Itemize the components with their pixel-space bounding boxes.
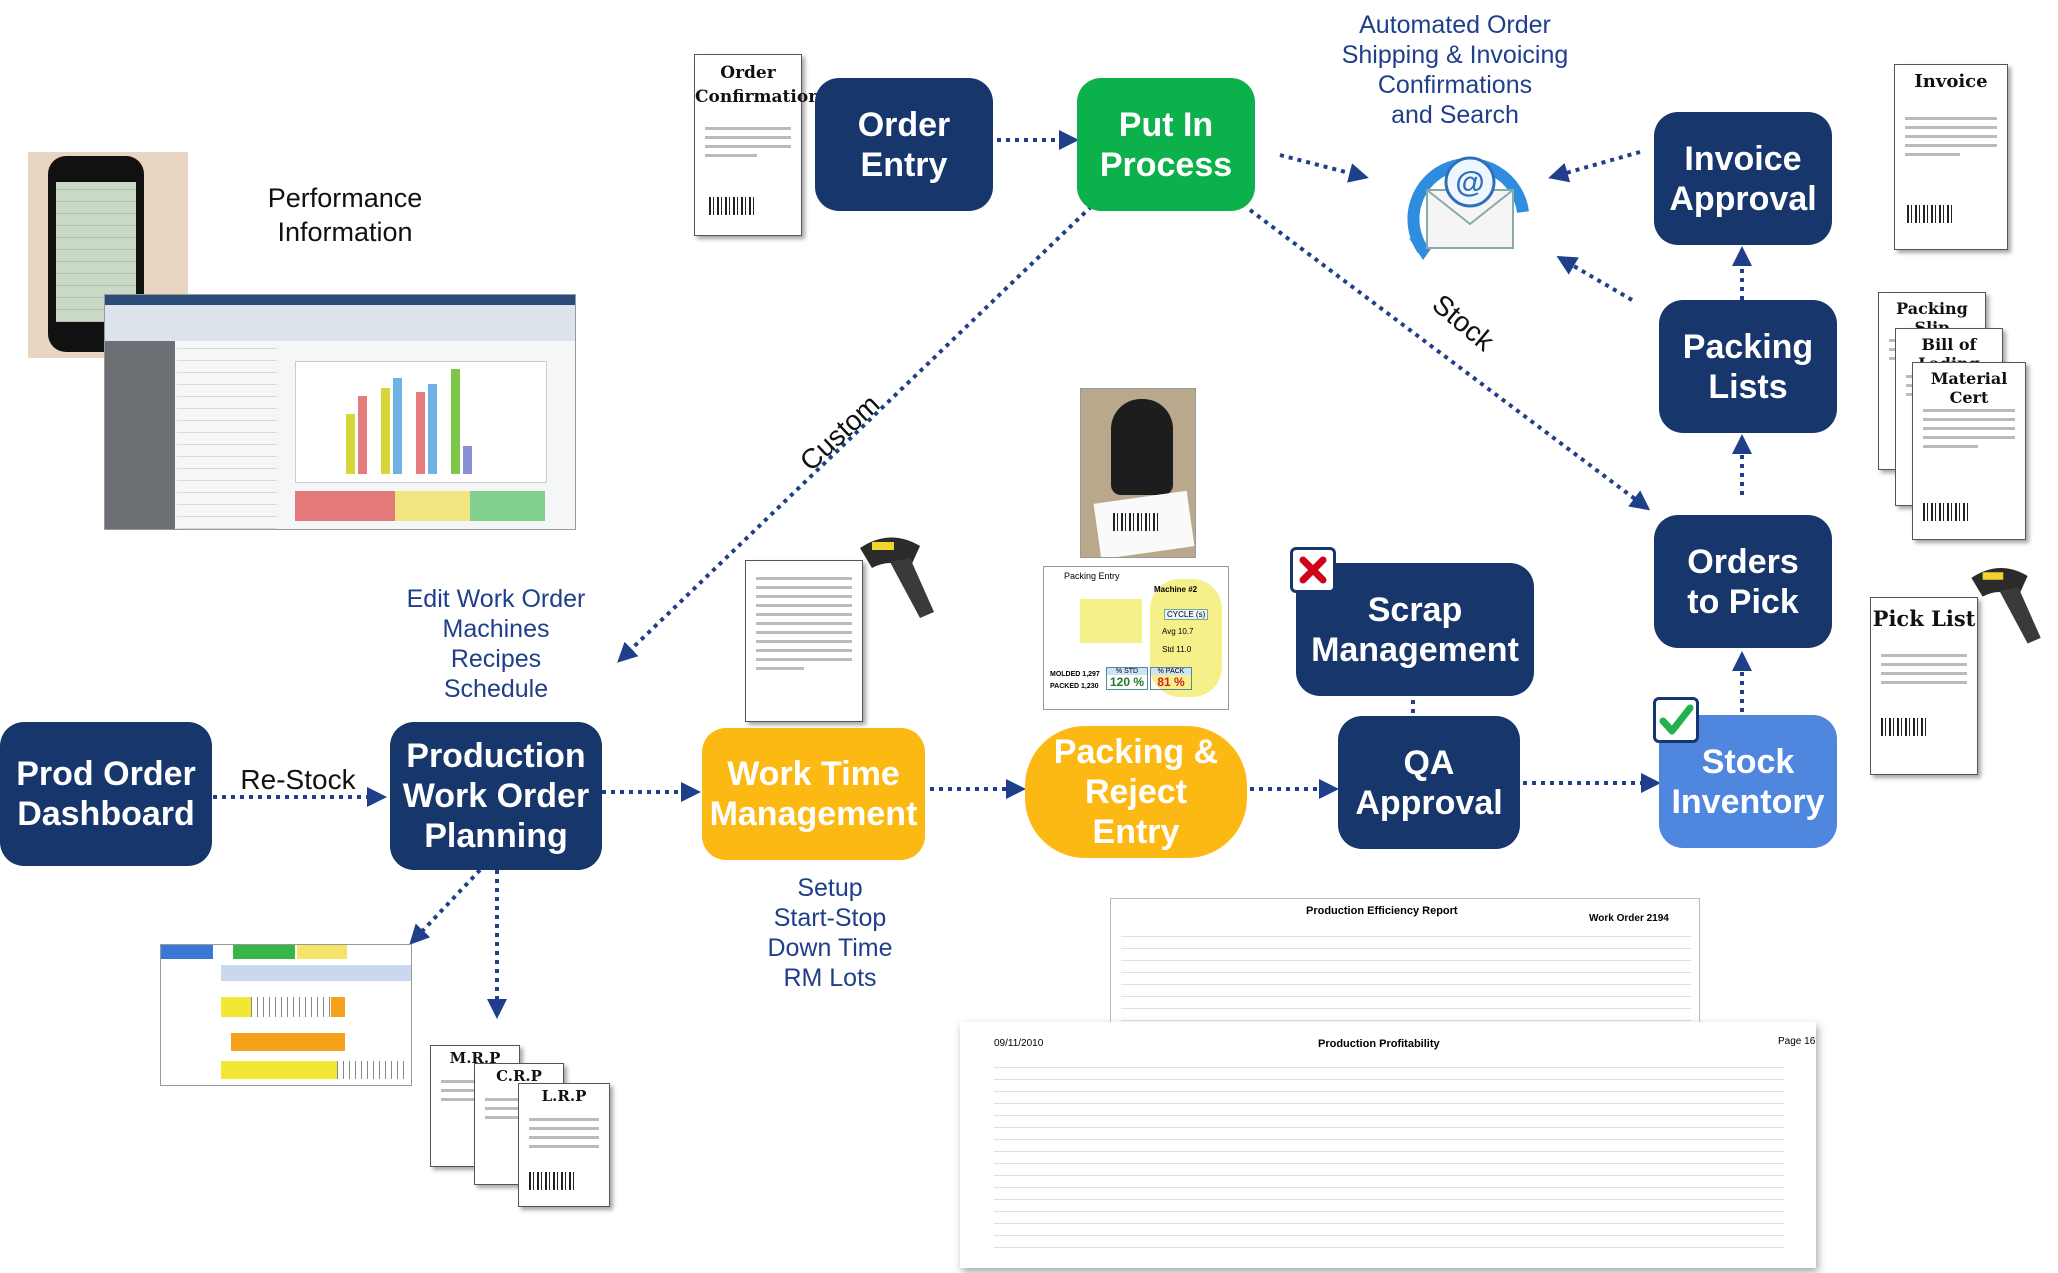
work-time-details-label: Setup Start-Stop Down Time RM Lots — [767, 874, 893, 992]
material-cert-title: Material Cert — [1930, 369, 2008, 407]
invoice-approval-node[interactable]: Invoice Approval — [1654, 112, 1832, 245]
pick-list-document: Pick List — [1870, 597, 1978, 775]
packing-reject-entry-node[interactable]: Packing & Reject Entry — [1025, 726, 1247, 858]
mrp-title: M.R.P — [449, 1049, 501, 1067]
arrow-packing-to-email — [1556, 255, 1634, 302]
molded-value: 1,297 — [1082, 671, 1100, 678]
put-in-process-node[interactable]: Put In Process — [1077, 78, 1255, 211]
barcode-scanner-icon — [860, 537, 934, 618]
invoice-document: Invoice — [1894, 64, 2008, 250]
barcode-scanner-icon — [1971, 568, 2041, 644]
packed-label: PACKED — [1050, 683, 1080, 690]
performance-information-label: Performance Information — [267, 183, 423, 247]
automated-order-label: Automated Order Shipping & Invoicing Con… — [1341, 11, 1569, 129]
invoice-document-title: Invoice — [1914, 71, 1988, 92]
work-time-management-node[interactable]: Work Time Management — [702, 728, 925, 860]
efficiency-report-title: Production Efficiency Report — [1306, 905, 1458, 917]
std-value: 11.0 — [1176, 645, 1192, 654]
barcode-icon — [709, 197, 754, 215]
cycle-label: CYCLE (s) — [1164, 609, 1209, 620]
profitability-date: 09/11/2010 — [994, 1038, 1044, 1049]
arrow-stock-path — [1248, 208, 1651, 511]
avg-label: Avg — [1162, 627, 1176, 636]
packing-screen-title: Packing Entry — [1064, 571, 1120, 581]
production-work-order-planning-node[interactable]: Production Work Order Planning — [390, 722, 602, 870]
packing-entry-screenshot: Packing Entry Machine #2 CYCLE (s) Avg 1… — [1043, 566, 1229, 710]
std-label: Std — [1162, 645, 1175, 654]
arrow-invoice-to-email — [1548, 150, 1641, 183]
pct-std-label: % STD — [1107, 668, 1147, 675]
lrp-document: L.R.P — [518, 1083, 610, 1207]
x-icon — [1290, 547, 1336, 593]
work-order-document — [745, 560, 863, 722]
flow-arrows — [213, 130, 1752, 1019]
barcode-icon — [1923, 503, 1968, 521]
schedule-gantt-screenshot — [160, 944, 412, 1086]
prod-order-dashboard-node[interactable]: Prod Order Dashboard — [0, 722, 212, 866]
email-icon: @ — [1407, 156, 1529, 260]
profitability-page: Page 16 — [1778, 1036, 1816, 1047]
production-profitability-report: 09/11/2010 Production Profitability Page… — [960, 1022, 1816, 1268]
production-efficiency-report: Production Efficiency Report Work Order … — [1110, 898, 1700, 1024]
pct-pack-label: % PACK — [1151, 668, 1191, 675]
qa-approval-node[interactable]: QA Approval — [1338, 716, 1520, 849]
restock-label: Re-Stock — [240, 764, 356, 795]
efficiency-work-order: Work Order 2194 — [1589, 913, 1669, 924]
arrow-custom-path — [617, 198, 1100, 663]
avg-value: 10.7 — [1177, 627, 1194, 636]
order-entry-node[interactable]: Order Entry — [815, 78, 993, 211]
pct-std-value: 120 % — [1109, 675, 1145, 689]
svg-text:@: @ — [1455, 166, 1484, 199]
profitability-report-title: Production Profitability — [1318, 1038, 1440, 1050]
packed-value: 1,230 — [1081, 683, 1099, 690]
packing-lists-node[interactable]: Packing Lists — [1659, 300, 1837, 433]
pct-pack-value: 81 % — [1157, 675, 1185, 689]
crp-title: C.R.P — [496, 1067, 542, 1085]
order-confirmation-document: Order Confirmation — [694, 54, 821, 236]
barcode-icon — [1907, 205, 1952, 223]
edit-work-order-label: Edit Work Order Machines Recipes Schedul… — [406, 585, 586, 703]
order-confirmation-title: Order Confirmation — [695, 63, 821, 107]
packing-machine-label: Machine #2 — [1154, 585, 1198, 594]
bar-chart-preview — [295, 361, 547, 483]
molded-label: MOLDED — [1050, 671, 1081, 678]
arrow-planning-to-schedule — [409, 868, 482, 945]
performance-dashboard-screenshot — [104, 294, 576, 530]
orders-to-pick-node[interactable]: Orders to Pick — [1654, 515, 1832, 648]
material-cert-document: Material Cert — [1912, 362, 2026, 540]
arrow-process-to-email — [1279, 153, 1369, 183]
barcode-icon — [1881, 718, 1926, 736]
pick-list-title: Pick List — [1872, 606, 1976, 631]
stock-inventory-node[interactable]: Stock Inventory — [1659, 715, 1837, 848]
barcode-icon — [529, 1172, 574, 1190]
scanner-photo — [1080, 388, 1196, 558]
lrp-title: L.R.P — [541, 1087, 587, 1105]
check-icon — [1653, 697, 1699, 743]
